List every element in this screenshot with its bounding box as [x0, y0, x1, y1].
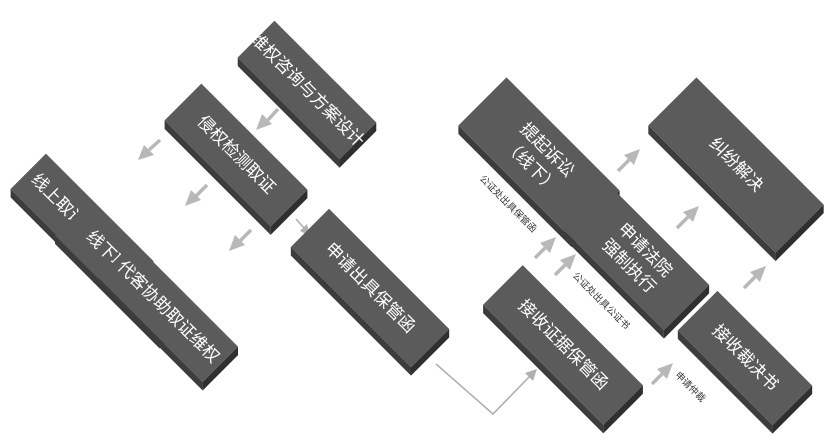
arrow-consult-to-detect	[256, 107, 280, 130]
arrow-receive-to-enforce	[553, 254, 576, 277]
box-assist: 代客协助取证维权	[97, 241, 239, 391]
arrow-detect-to-online	[138, 138, 162, 160]
box-receive-ruling: 接收裁决书	[677, 290, 813, 434]
box-dispute: 纠纷解决	[648, 77, 824, 262]
arrow-receive-to-lawsuit	[533, 237, 556, 260]
arrow-receive-to-ruling	[650, 363, 673, 386]
label-apply-arbitration: 申请仲裁	[672, 369, 708, 405]
box-apply-guarantee: 申请出具保管函	[290, 208, 450, 376]
arrow-detect-to-offline	[185, 183, 209, 206]
arrow-enforce-to-dispute	[675, 206, 699, 230]
arrow-lawsuit-to-dispute	[616, 149, 640, 173]
arrow-apply-to-receive-guarantee	[435, 363, 537, 416]
arrow-ruling-to-dispute	[742, 266, 766, 290]
arrow-detect-to-assist	[229, 228, 253, 251]
